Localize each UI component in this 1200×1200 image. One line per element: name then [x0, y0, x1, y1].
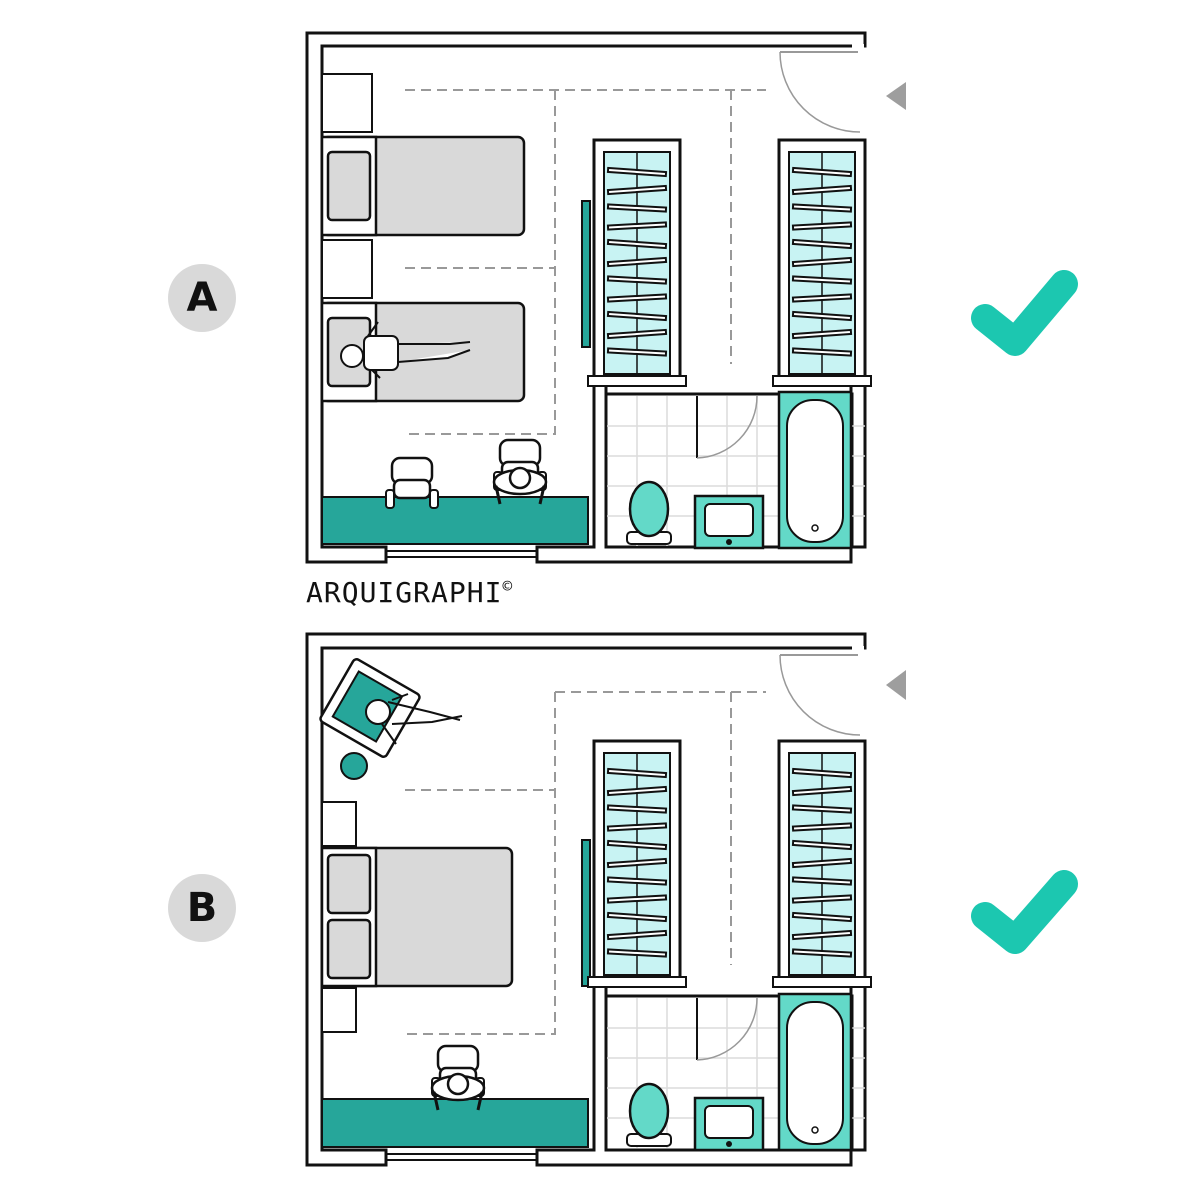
- window-a: [386, 550, 537, 558]
- bed-icon: [320, 301, 526, 403]
- option-a-label: A: [186, 275, 218, 321]
- person-icon: [340, 321, 471, 379]
- window-b: [386, 1153, 537, 1161]
- door-swing-icon: [779, 51, 861, 133]
- brand-text: ARQUIGRAPHI: [306, 576, 503, 609]
- brand-watermark: ARQUIGRAPHI©: [306, 576, 513, 609]
- wardrobe-icon: [586, 138, 688, 388]
- check-icon: [971, 870, 1078, 954]
- bed-icon: [320, 135, 526, 237]
- desk: [321, 1098, 589, 1148]
- option-a-badge: A: [168, 264, 236, 332]
- wardrobe-icon: [586, 739, 688, 989]
- entry-arrow-icon: [886, 670, 906, 700]
- option-b-label: B: [186, 885, 218, 931]
- person-icon: [365, 693, 463, 745]
- door-swing-icon: [779, 654, 861, 736]
- floor-plan-a: [305, 31, 906, 564]
- bed-icon: [320, 846, 514, 988]
- option-b-badge: B: [168, 874, 236, 942]
- side-table: [340, 752, 368, 780]
- wardrobe-icon: [771, 138, 873, 388]
- check-icon: [971, 270, 1078, 356]
- floor-plan-b: [305, 632, 906, 1167]
- entry-arrow-icon: [886, 82, 906, 110]
- desk: [321, 496, 589, 545]
- copyright-mark: ©: [502, 576, 514, 596]
- wardrobe-icon: [771, 739, 873, 989]
- circulation-path: [405, 691, 766, 1035]
- circulation-path: [405, 89, 766, 435]
